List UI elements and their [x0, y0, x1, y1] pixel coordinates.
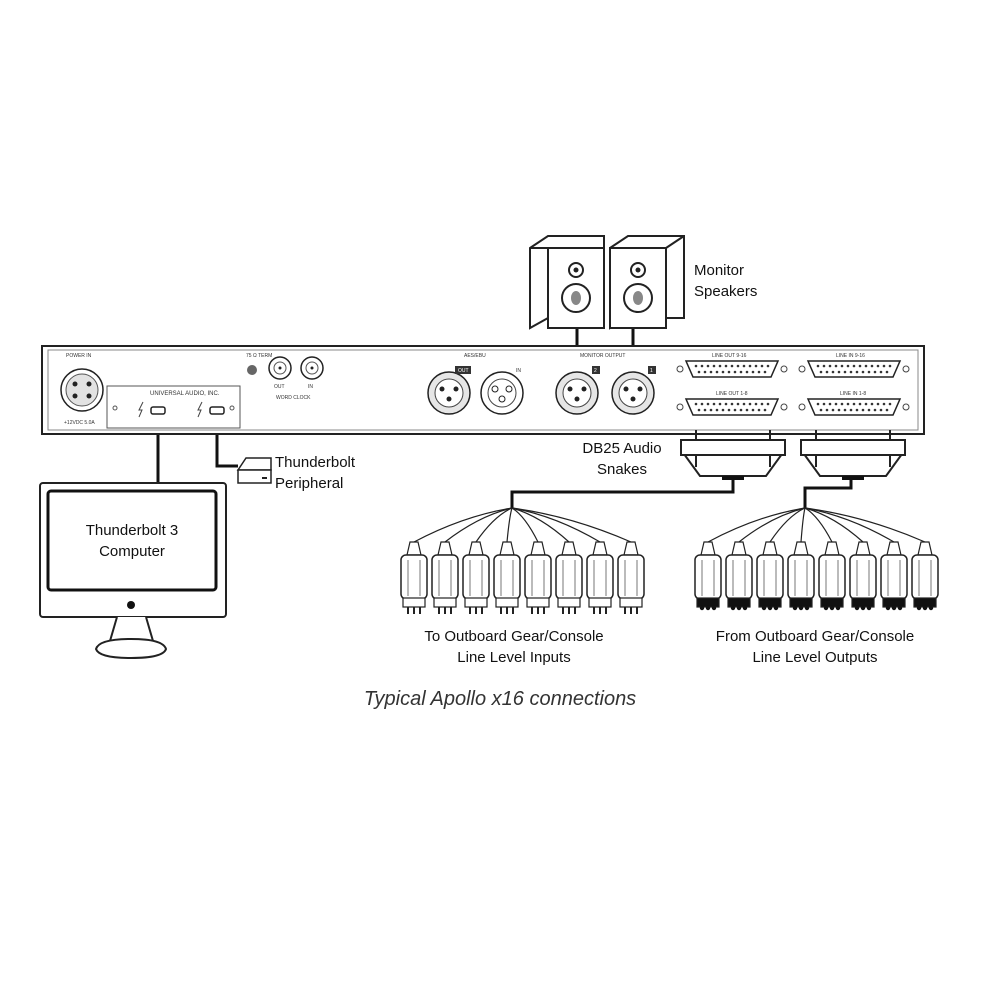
outboard-outputs-label: From Outboard Gear/Console Line Level Ou… [716, 626, 914, 668]
monitor-speakers-label: Monitor Speakers [694, 260, 757, 302]
line-out-1-8-label: LINE OUT 1-8 [716, 391, 748, 397]
monitor-1-label: 1 [650, 368, 653, 374]
cable-snake-left [510, 478, 735, 508]
thunderbolt-computer-label: Thunderbolt 3 Computer [86, 520, 179, 562]
thunderbolt-icon [197, 401, 203, 418]
monitor-output-2-connector [555, 371, 599, 415]
outboard-inputs-label: To Outboard Gear/Console Line Level Inpu… [424, 626, 603, 668]
db25-line-out-1-8 [676, 398, 788, 416]
thunderbolt-peripheral-icon [236, 457, 272, 484]
xlr-connector [804, 507, 908, 611]
monitor-speakers-line-2: Speakers [694, 283, 758, 300]
xlr-connector [787, 507, 815, 611]
line-out-9-16-label: LINE OUT 9-16 [712, 353, 747, 359]
power-spec-label: +12VDC 5.0A [64, 420, 95, 426]
monitor-speakers-line-1: Monitor [694, 262, 745, 279]
aes-out-connector [427, 371, 471, 415]
apollo-rear-panel: POWER IN +12VDC 5.0A UNIVERSAL AUDIO, IN… [41, 345, 925, 435]
thunderbolt-port-1 [150, 406, 166, 415]
figure-caption: Typical Apollo x16 connections [363, 688, 637, 710]
power-in-label: POWER IN [66, 353, 92, 359]
db25-line-out-9-16 [676, 360, 788, 378]
xlr-connector [511, 507, 614, 614]
thunderbolt-computer-line-2: Computer [99, 543, 165, 560]
word-clock-out-label: OUT [274, 384, 285, 390]
thunderbolt-computer-line-1: Thunderbolt 3 [85, 522, 179, 539]
speaker-left [529, 235, 605, 330]
db25-snake-head-right [800, 430, 906, 480]
xlr-connector [400, 507, 513, 614]
monitor-output-1-connector [611, 371, 655, 415]
line-in-9-16-label: LINE IN 9-16 [836, 353, 865, 359]
term-switch [247, 365, 257, 375]
xlr-fanout-inputs [400, 507, 645, 614]
xlr-connector [756, 507, 806, 611]
xlr-connector [511, 507, 645, 614]
computer-monitor [39, 482, 227, 660]
xlr-connector [804, 507, 939, 611]
monitor-output-label: MONITOR OUTPUT [580, 353, 625, 359]
aes-out-label: OUT [458, 368, 469, 374]
aes-in-connector [480, 371, 524, 415]
thunderbolt-card [106, 385, 241, 429]
thunderbolt-port-2 [209, 406, 225, 415]
db25-snakes-label: DB25 Audio Snakes [582, 438, 661, 480]
thunderbolt-peripheral-label: Thunderbolt Peripheral [275, 452, 355, 494]
maker-label: UNIVERSAL AUDIO, INC. [150, 391, 220, 397]
xlr-connector [511, 507, 583, 614]
outboard-inputs-line-2: Line Level Inputs [457, 649, 571, 666]
thunderbolt-icon [138, 401, 144, 418]
db25-snakes-line-1: DB25 Audio [582, 440, 662, 457]
xlr-connector [804, 507, 877, 611]
line-in-1-8-label: LINE IN 1-8 [840, 391, 866, 397]
db25-line-in-9-16 [798, 360, 910, 378]
db25-snakes-line-2: Snakes [596, 461, 648, 478]
xlr-connector [725, 507, 806, 611]
thunderbolt-peripheral-line-2: Peripheral [275, 475, 344, 492]
xlr-connector [694, 507, 806, 611]
xlr-connector [493, 507, 521, 614]
xlr-fanout-outputs [694, 507, 939, 611]
power-in-connector [60, 368, 104, 412]
outboard-outputs-line-2: Line Level Outputs [752, 649, 878, 666]
term-label: 75 Ω TERM [246, 353, 272, 359]
xlr-connector [511, 507, 552, 614]
xlr-connector [462, 507, 513, 614]
thunderbolt-peripheral-line-1: Thunderbolt [275, 454, 356, 471]
speaker-right [609, 235, 685, 330]
monitor-2-label: 2 [594, 368, 597, 374]
outboard-outputs-line-1: From Outboard Gear/Console [715, 628, 915, 645]
aes-ebu-label: AES/EBU [464, 353, 486, 359]
xlr-connector [804, 507, 846, 611]
word-clock-in-label: IN [308, 384, 313, 390]
db25-snake-head-left [680, 430, 786, 480]
word-clock-label: WORD CLOCK [276, 395, 311, 401]
xlr-connector [431, 507, 513, 614]
db25-line-in-1-8 [798, 398, 910, 416]
word-clock-in-connector [300, 356, 324, 380]
aes-in-label: IN [516, 368, 521, 374]
cable-snake-right [803, 478, 853, 508]
power-button [127, 601, 135, 609]
word-clock-out-connector [268, 356, 292, 380]
outboard-inputs-line-1: To Outboard Gear/Console [424, 628, 604, 645]
